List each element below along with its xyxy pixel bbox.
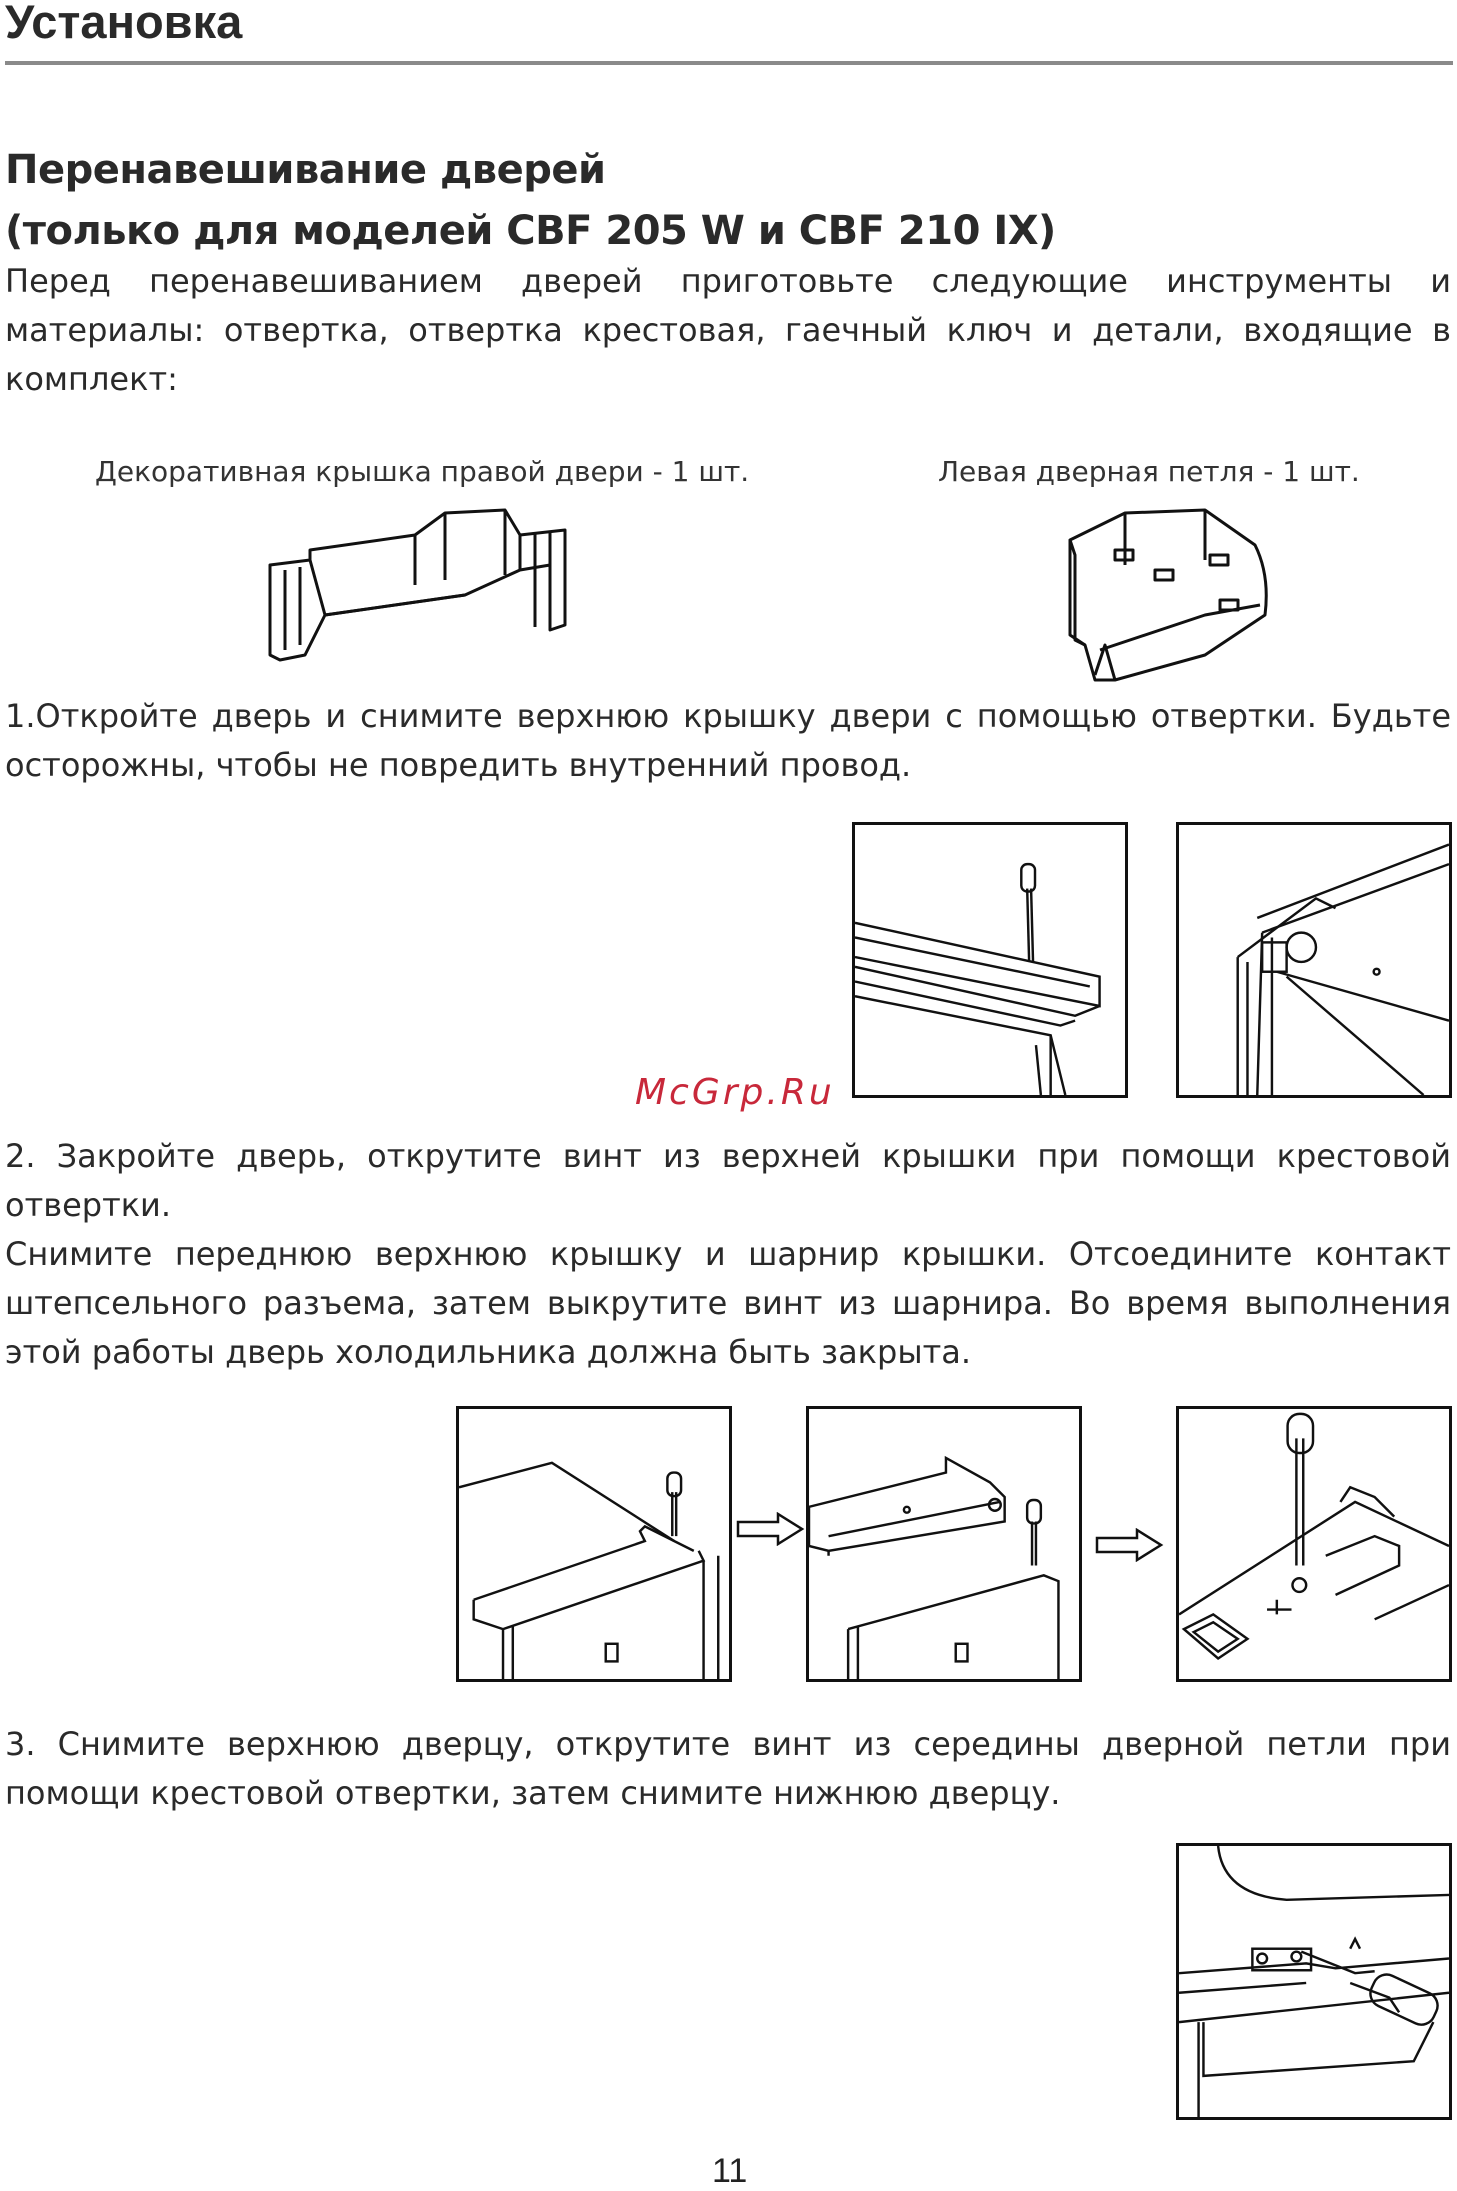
watermark: McGrp.Ru xyxy=(635,1072,835,1113)
step-2-image-3 xyxy=(1176,1406,1452,1682)
section-title-line1: Перенавешивание дверей xyxy=(5,147,606,193)
decorative-cover-illustration xyxy=(265,505,575,665)
hinge-caption: Левая дверная петля - 1 шт. xyxy=(938,455,1360,488)
step-3-image xyxy=(1176,1843,1452,2120)
cover-caption: Декоративная крышка правой двери - 1 шт. xyxy=(95,455,750,488)
arrow-right-icon xyxy=(736,1512,805,1546)
page-header-title: Установка xyxy=(5,0,243,48)
step-2-image-2 xyxy=(806,1406,1082,1682)
left-hinge-illustration xyxy=(1055,505,1275,685)
section-title: Перенавешивание дверей (только для модел… xyxy=(5,140,1056,262)
step-1-image-2 xyxy=(1176,822,1452,1098)
section-title-line2: (только для моделей CBF 205 W и CBF 210 … xyxy=(5,208,1056,254)
page-number: 11 xyxy=(712,2152,748,2190)
intro-paragraph: Перед перенавешиванием дверей приготовьт… xyxy=(5,262,1451,398)
step-2-text: 2. Закройте дверь, открутите винт из вер… xyxy=(5,1137,1451,1224)
step-3-text: 3. Снимите верхнюю дверцу, открутите вин… xyxy=(5,1725,1451,1812)
step-1-image-1 xyxy=(852,822,1128,1098)
arrow-right-icon xyxy=(1095,1528,1164,1562)
step-2-text-continued: Снимите переднюю верхнюю крышку и шарнир… xyxy=(5,1235,1451,1371)
step-1-text: 1.Откройте дверь и снимите верхнюю крышк… xyxy=(5,697,1451,784)
step-2-image-1 xyxy=(456,1406,732,1682)
header-divider xyxy=(5,61,1453,65)
